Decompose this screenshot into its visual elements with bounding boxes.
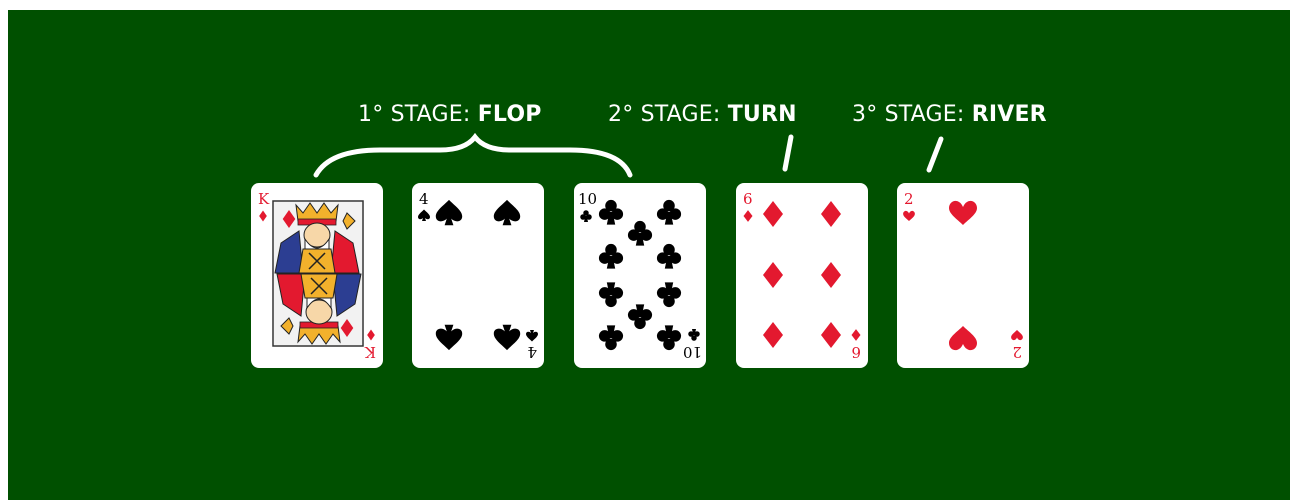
card-rank: 4 <box>419 190 429 208</box>
diamond-icon <box>744 210 753 222</box>
stage-name: TURN <box>728 102 797 127</box>
stage-prefix: 3° STAGE: <box>852 102 972 127</box>
card-rank: 10 <box>578 190 597 208</box>
card-two-of-hearts: 2 2 <box>897 183 1029 368</box>
card-king-of-diamonds: K <box>251 183 383 368</box>
spade-icon <box>418 210 430 222</box>
card-rank: 6 <box>851 343 861 361</box>
card-six-of-diamonds: 6 6 <box>736 183 868 368</box>
card-rank: 2 <box>904 190 914 208</box>
card-four-of-spades: 4 4 <box>412 183 544 368</box>
card-rank: K <box>258 190 270 208</box>
stage-label-turn: 2° STAGE: TURN <box>608 102 797 127</box>
heart-icon <box>903 211 915 221</box>
card-rank: K <box>364 343 376 361</box>
king-portrait-icon <box>274 202 362 345</box>
stage-prefix: 2° STAGE: <box>608 102 728 127</box>
stage-label-flop: 1° STAGE: FLOP <box>358 102 542 127</box>
stage-prefix: 1° STAGE: <box>358 102 478 127</box>
card-rank: 4 <box>527 343 537 361</box>
card-rank: 6 <box>743 190 753 208</box>
stage-label-river: 3° STAGE: RIVER <box>852 102 1047 127</box>
club-icon <box>580 210 592 222</box>
card-ten-of-clubs: 10 10 <box>574 183 706 368</box>
card-rank: 10 <box>683 343 702 361</box>
card-rank: 2 <box>1012 343 1022 361</box>
diamond-icon <box>259 211 267 222</box>
stage-name: FLOP <box>478 102 542 127</box>
stage-name: RIVER <box>972 102 1047 127</box>
